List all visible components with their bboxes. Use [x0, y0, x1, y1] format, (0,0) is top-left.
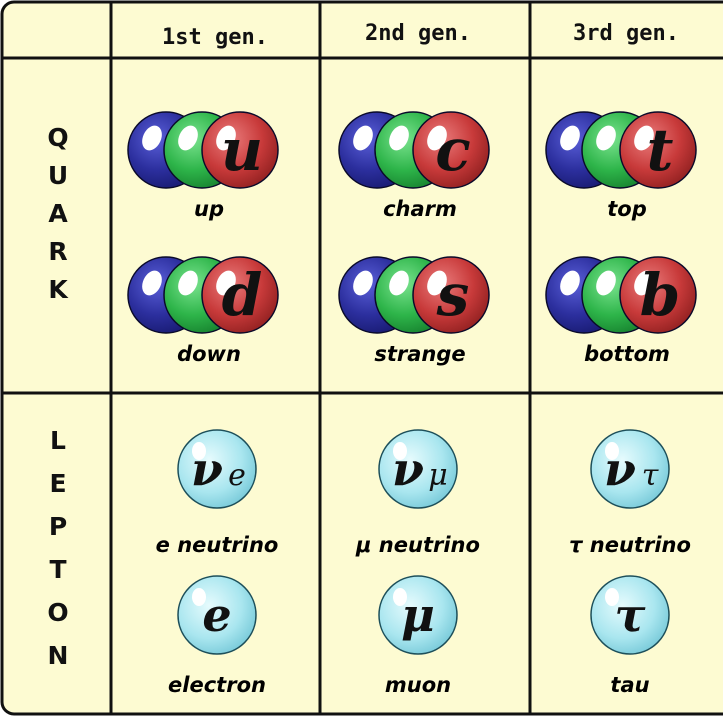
- lepton-subscript: e: [228, 458, 246, 493]
- lepton-subscript: τ: [642, 458, 659, 493]
- quark-name: up: [194, 197, 224, 221]
- lepton-tau: τ tau: [590, 575, 670, 697]
- ball-highlight: [178, 125, 198, 151]
- ball-highlight: [178, 270, 198, 296]
- ball-highlight: [353, 270, 373, 296]
- ball-highlight: [216, 125, 236, 151]
- ball-highlight: [353, 125, 373, 151]
- lepton-name: electron: [168, 673, 266, 697]
- quark-name: down: [177, 342, 241, 366]
- lepton-name: τ neutrino: [569, 533, 691, 557]
- quark-symbol: d: [222, 261, 263, 329]
- ball-highlight: [427, 270, 447, 296]
- lepton-name: e neutrino: [156, 533, 279, 557]
- ball-highlight: [389, 125, 409, 151]
- quark-bottom: b bottom: [545, 256, 697, 366]
- ball-highlight: [142, 125, 162, 151]
- lepton-symbol: ν: [392, 442, 424, 496]
- quark-symbol: c: [435, 116, 470, 184]
- quark-symbol: b: [640, 261, 681, 329]
- ball-highlight: [634, 125, 654, 151]
- lepton-symbol: ν: [604, 442, 636, 496]
- header-2nd-gen: 2nd gen.: [365, 21, 471, 46]
- lepton-name: tau: [610, 673, 649, 697]
- lepton-subscript: μ: [428, 458, 448, 493]
- lepton-symbol: τ: [615, 588, 646, 642]
- quark-name: strange: [374, 342, 465, 366]
- lepton-name: μ neutrino: [355, 533, 480, 557]
- ball-highlight: [560, 125, 580, 151]
- lepton-symbol: ν: [191, 442, 223, 496]
- lepton-muon: μ muon: [378, 575, 458, 697]
- quark-symbol: t: [647, 116, 674, 184]
- ball-highlight: [192, 442, 206, 460]
- lepton-name: muon: [385, 673, 451, 697]
- lepton-symbol: e: [202, 588, 231, 642]
- header-3rd-gen: 3rd gen.: [573, 21, 679, 46]
- quark-down: d down: [127, 256, 279, 366]
- ball-highlight: [393, 588, 407, 606]
- header-1st-gen: 1st gen.: [162, 25, 268, 50]
- ball-highlight: [634, 270, 654, 296]
- ball-highlight: [560, 270, 580, 296]
- ball-highlight: [605, 442, 619, 460]
- ball-highlight: [389, 270, 409, 296]
- ball-highlight: [192, 588, 206, 606]
- ball-highlight: [605, 588, 619, 606]
- ball-highlight: [142, 270, 162, 296]
- ball-highlight: [393, 442, 407, 460]
- quark-symbol: s: [436, 261, 470, 329]
- quark-up: u up: [127, 111, 279, 221]
- lepton-electron: e electron: [168, 575, 266, 697]
- quark-strange: s strange: [338, 256, 490, 366]
- ball-highlight: [216, 270, 236, 296]
- ball-highlight: [427, 125, 447, 151]
- lepton-symbol: μ: [401, 588, 435, 642]
- quark-charm: c charm: [338, 111, 490, 221]
- ball-highlight: [596, 125, 616, 151]
- ball-highlight: [596, 270, 616, 296]
- quark-name: top: [607, 197, 647, 221]
- quark-name: bottom: [584, 342, 670, 366]
- quark-name: charm: [383, 197, 457, 221]
- quark-symbol: u: [221, 116, 263, 184]
